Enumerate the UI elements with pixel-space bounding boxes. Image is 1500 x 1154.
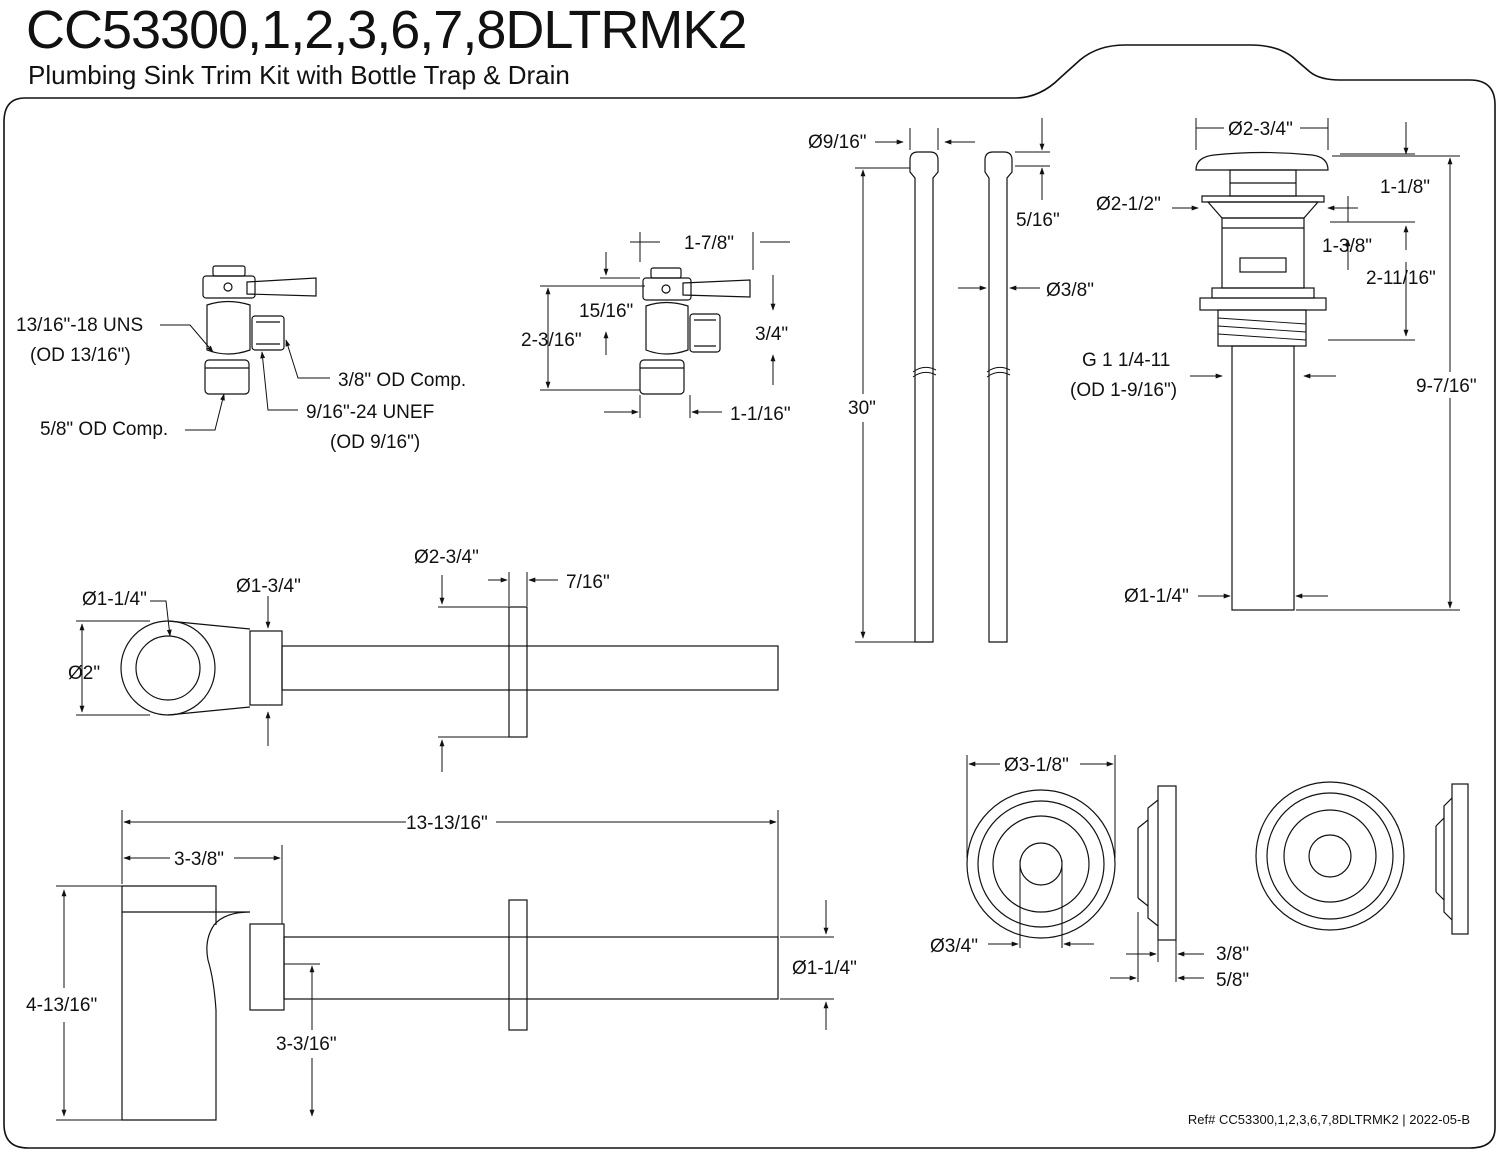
- page-title: CC53300,1,2,3,6,7,8DLTRMK2: [26, 0, 747, 60]
- dim-trap-height: 4-13/16": [26, 995, 97, 1016]
- dim-valve-height: 2-3/16": [521, 330, 582, 351]
- dim-outlet-dia: Ø1-1/4": [792, 958, 857, 979]
- dim-tube-dia: Ø3/8": [1046, 280, 1094, 301]
- tube-dimension-lines: [855, 118, 1050, 643]
- dim-tube-length: 30": [848, 398, 876, 419]
- dim-flange-thickness: 7/16": [566, 572, 610, 593]
- label-drain-thread-od: (OD 1-9/16"): [1070, 380, 1177, 401]
- dim-tip-len: 5/16": [1016, 210, 1060, 231]
- angle-valve-front: [202, 265, 317, 395]
- dim-handle-height: 15/16": [579, 301, 633, 322]
- label-outlet-comp: 3/8" OD Comp.: [338, 370, 466, 391]
- valve-leaders: [160, 324, 330, 431]
- trap-side-dimension-lines: [56, 810, 834, 1121]
- dim-trap-flange-dia: Ø2-3/4": [414, 547, 479, 568]
- dim-drain-total: 9-7/16": [1416, 376, 1477, 397]
- dim-outlet-height: 3/4": [755, 324, 788, 345]
- label-outlet-thread: 9/16"-24 UNEF: [306, 402, 434, 423]
- label-drain-thread: G 1 1/4-11: [1082, 350, 1170, 371]
- dim-escutcheon-depth-b: 5/8": [1216, 970, 1249, 991]
- page-subtitle: Plumbing Sink Trim Kit with Bottle Trap …: [28, 60, 570, 90]
- trap-top-dimension-lines: [76, 572, 558, 772]
- dim-body-dia: Ø2": [68, 663, 100, 684]
- dim-inlet-offset: 1-1/16": [730, 404, 791, 425]
- dim-trap-body-width: 3-3/8": [174, 849, 224, 870]
- angle-valve-dimensioned: [639, 267, 751, 395]
- dim-escutcheon-dia: Ø3-1/8": [1004, 755, 1069, 776]
- escutcheon-front: [966, 789, 1116, 939]
- bottle-trap-side-view: [121, 885, 779, 1121]
- valve-dimension-lines: [540, 232, 790, 418]
- dim-flange-height: 2-11/16": [1366, 268, 1436, 289]
- dim-cap-dia: Ø2-3/4": [1228, 119, 1293, 140]
- dim-cap-height: 1-1/8": [1380, 177, 1430, 198]
- dim-tail-dia: Ø1-1/4": [1124, 586, 1189, 607]
- escutcheon-side-2: [1435, 783, 1469, 935]
- escutcheon-dimension-lines: [966, 755, 1204, 982]
- supply-tube-right: [984, 151, 1013, 643]
- popup-drain: [1195, 151, 1329, 611]
- dim-body-height: 1-3/8": [1322, 236, 1372, 257]
- escutcheon-side: [1137, 785, 1177, 941]
- label-inlet-thread: 13/16"-18 UNS: [16, 315, 143, 336]
- dim-trap-length: 13-13/16": [406, 813, 488, 834]
- dim-escutcheon-hole: Ø3/4": [930, 936, 978, 957]
- dim-inlet-dia: Ø1-1/4": [82, 589, 147, 610]
- label-inlet-comp: 5/8" OD Comp.: [40, 419, 168, 440]
- dim-escutcheon-depth-a: 3/8": [1216, 944, 1249, 965]
- reference-note: Ref# CC53300,1,2,3,6,7,8DLTRMK2 | 2022-0…: [1188, 1112, 1470, 1127]
- dim-valve-width: 1-7/8": [684, 233, 734, 254]
- bottle-trap-top-view: [120, 606, 779, 738]
- dim-tip-dia: Ø9/16": [808, 132, 867, 153]
- dim-nut-dia: Ø1-3/4": [236, 576, 301, 597]
- label-inlet-od: (OD 13/16"): [30, 345, 131, 366]
- supply-tube-left: [909, 151, 939, 643]
- dim-outlet-height: 3-3/16": [276, 1034, 337, 1055]
- drain-dimension-lines: [1172, 118, 1460, 611]
- escutcheon-front-2: [1255, 781, 1405, 931]
- dim-flange-dia: Ø2-1/2": [1096, 194, 1161, 215]
- sheet-border: [3, 44, 1496, 1149]
- label-outlet-od: (OD 9/16"): [330, 432, 420, 453]
